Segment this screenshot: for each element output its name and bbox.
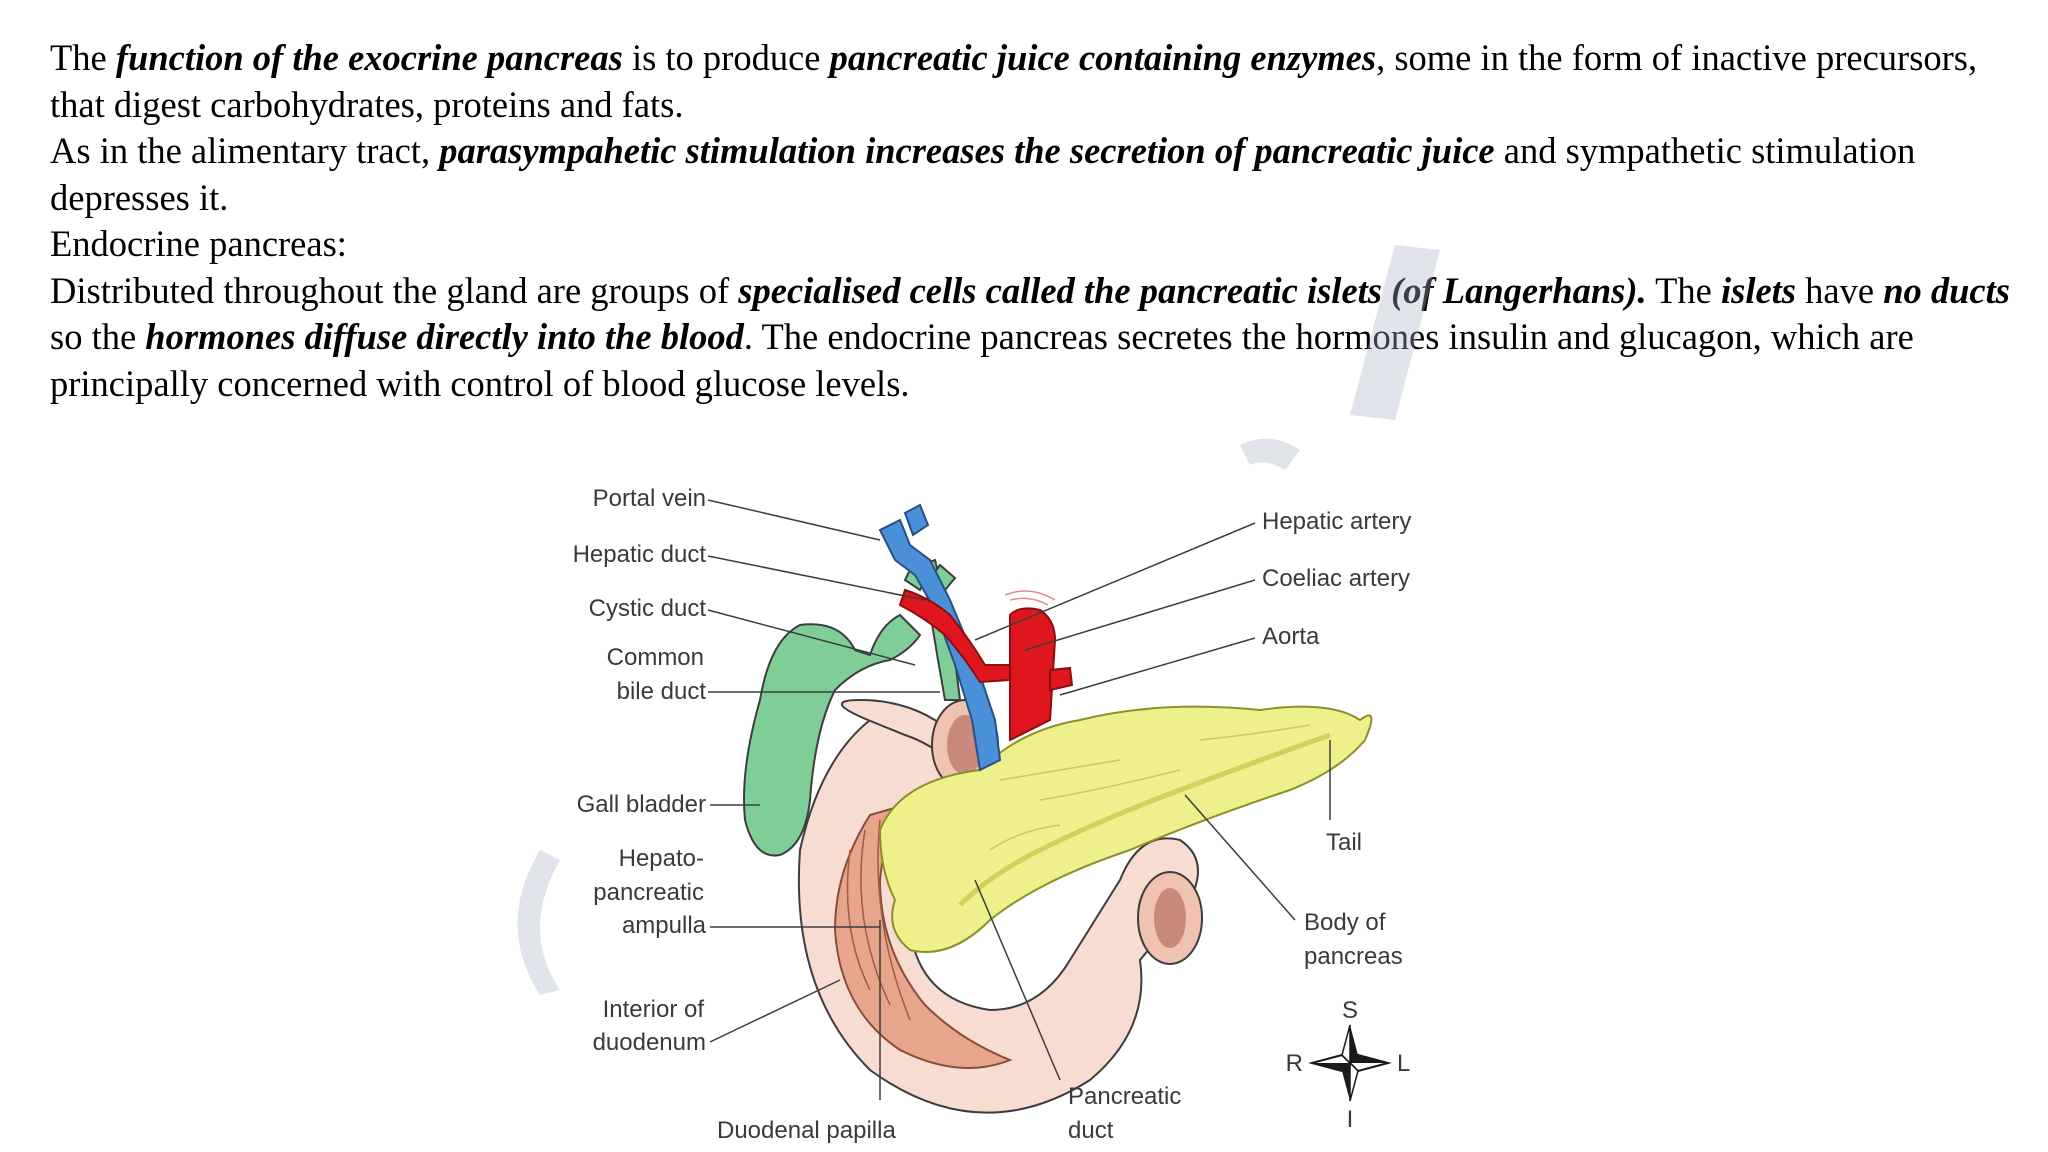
paragraph-nervous-control: As in the alimentary tract, parasympahet… [50,128,2010,221]
label-gall-bladder: Gall bladder [577,791,706,818]
leader-lines [707,499,1331,1100]
text-run: Distributed throughout the gland are gro… [50,269,739,311]
label-aorta: Aorta [1262,623,1320,650]
label-common-bile-duct-line2: bile duct [617,678,707,705]
label-hepatic-duct: Hepatic duct [573,541,707,568]
label-duodenal-papilla: Duodenal papilla [717,1117,896,1144]
text-run: As in the alimentary tract, [50,130,440,171]
emphasis-run: specialised cells called the pancreatic … [738,269,1647,311]
emphasis-run: pancreatic juice containing enzymes [829,37,1377,78]
emphasis-run: parasympahetic stimulation increases the… [439,130,1495,171]
label-ampulla-line2: pancreatic [593,879,704,906]
text-run: The [50,37,116,78]
compass-label-top: S [1342,997,1358,1024]
label-interior-line2: duodenum [593,1029,706,1056]
emphasis-run: function of the exocrine pancreas [115,37,623,78]
compass-rose: S I R L [1286,997,1411,1133]
text-run: . The endocrine pancreas secretes the ho… [50,316,1914,404]
text-run: The [1646,269,1721,311]
label-cystic-duct: Cystic duct [589,595,707,622]
compass-label-left: R [1286,1050,1303,1077]
portal-vein [878,503,1002,772]
paragraph-exocrine-function: The function of the exocrine pancreas is… [50,35,2010,128]
text-run: , some in the form of inactive precursor… [50,37,1978,125]
label-interior-line1: Interior of [603,996,705,1023]
emphasis-run: no ducts [1883,269,2010,311]
label-portal-vein: Portal vein [593,485,706,512]
paragraph-endocrine: Distributed throughout the gland are gro… [50,268,2010,408]
compass-label-bottom: I [1347,1106,1354,1133]
emphasis-run: hormones diffuse directly into the blood [145,316,744,357]
label-hepatic-artery: Hepatic artery [1262,508,1411,535]
text-run: and sympathetic stimulation depresses it… [50,130,1916,218]
label-coeliac-artery: Coeliac artery [1262,565,1410,592]
gall-bladder [743,613,922,857]
label-ampulla-line3: ampulla [622,912,707,939]
label-ampulla-line1: Hepato- [619,845,704,872]
label-pancreatic-duct-line1: Pancreatic [1068,1083,1181,1110]
document-text: The function of the exocrine pancreas is… [50,35,2010,407]
figure-labels: Portal vein Hepatic duct Cystic duct Com… [573,485,1412,1144]
text-run: so the [50,316,146,357]
emphasis-run: islets [1720,269,1797,311]
label-pancreatic-duct-line2: duct [1068,1117,1114,1144]
pancreas [878,705,1373,953]
watermark [517,245,1440,995]
label-tail: Tail [1326,829,1362,856]
section-heading-endocrine: Endocrine pancreas: [50,223,347,264]
label-common-bile-duct-line1: Common [607,644,704,671]
text-run: is to produce [622,37,830,78]
pancreatic-duct-line [958,732,1331,907]
label-body-line2: pancreas [1304,943,1403,970]
label-body-line1: Body of [1304,909,1386,936]
compass-label-right: L [1397,1050,1410,1077]
text-run: have [1796,269,1884,311]
